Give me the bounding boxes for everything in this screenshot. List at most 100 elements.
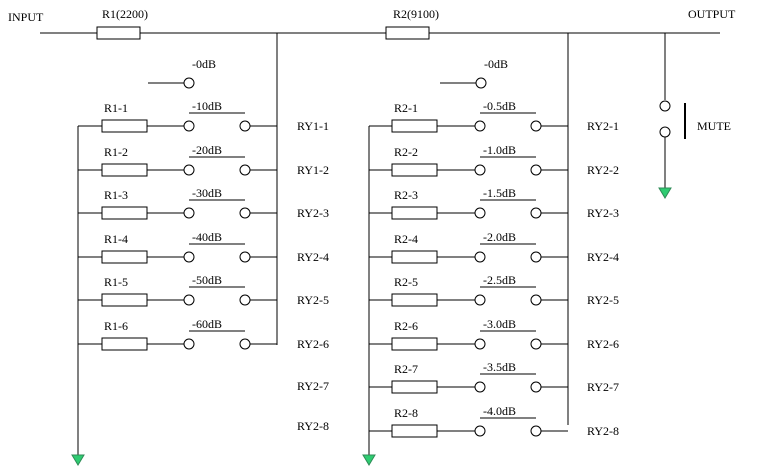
bank2-ground-icon xyxy=(362,454,376,466)
r1-label: R1(2200) xyxy=(102,7,148,21)
row-resistor-label: R2-3 xyxy=(394,188,418,202)
row-resistor xyxy=(101,337,148,351)
row-contact-b xyxy=(239,164,251,176)
row-resistor xyxy=(101,293,148,307)
row-resistor xyxy=(101,119,148,133)
bank1-extra-relay-2: RY2-8 xyxy=(297,419,329,433)
row-db-label: -2.5dB xyxy=(483,273,516,287)
row-contact-a xyxy=(183,207,195,219)
row-contact-a xyxy=(183,164,195,176)
row-contact-a xyxy=(183,294,195,306)
row-contact-b xyxy=(530,120,542,132)
row-contact-a xyxy=(474,294,486,306)
row-relay-label: RY2-5 xyxy=(297,293,329,307)
row-relay-label: RY1-1 xyxy=(297,119,329,133)
row-contact-b xyxy=(530,164,542,176)
mute-contact-top xyxy=(659,100,671,112)
bank2-row: R2-4 -2.0dB RY2-4 xyxy=(369,230,619,264)
bank1-row: R1-3 -30dB RY2-3 xyxy=(78,186,329,220)
row-resistor-label: R2-5 xyxy=(394,275,418,289)
row-contact-a xyxy=(183,120,195,132)
row-db-label: -3.5dB xyxy=(483,360,516,374)
row-resistor-label: R1-5 xyxy=(104,275,128,289)
row-resistor xyxy=(391,380,438,394)
row-relay-label: RY2-6 xyxy=(297,337,329,351)
row-contact-b xyxy=(530,425,542,437)
row-relay-label: RY2-6 xyxy=(587,337,619,351)
row-contact-b xyxy=(530,294,542,306)
bank1-attenuator: -0dB R1-1-10dBRY1-1R1-2-20dBRY1-2R1-3-30… xyxy=(71,57,329,466)
row-resistor xyxy=(391,250,438,264)
mute-label: MUTE xyxy=(697,119,731,133)
row-contact-a xyxy=(474,164,486,176)
row-contact-a xyxy=(474,381,486,393)
row-contact-a xyxy=(474,425,486,437)
row-resistor-label: R2-4 xyxy=(394,232,418,246)
row-contact-b xyxy=(239,338,251,350)
row-db-label: -40dB xyxy=(192,230,222,244)
bank2-attenuator: -0dB R2-1-0.5dBRY2-1R2-2-1.0dBRY2-2R2-3-… xyxy=(362,57,619,466)
row-db-label: -10dB xyxy=(192,99,222,113)
row-db-label: -2.0dB xyxy=(483,230,516,244)
bank2-zero-contact xyxy=(475,77,487,89)
row-resistor-label: R2-1 xyxy=(394,101,418,115)
row-contact-b xyxy=(530,338,542,350)
row-resistor-label: R1-3 xyxy=(104,188,128,202)
row-contact-a xyxy=(474,251,486,263)
row-contact-a xyxy=(183,251,195,263)
row-relay-label: RY2-3 xyxy=(297,206,329,220)
bank1-row: R1-1 -10dB RY1-1 xyxy=(78,99,329,133)
row-resistor-label: R1-6 xyxy=(104,319,128,333)
r2-resistor xyxy=(385,26,430,40)
row-contact-b xyxy=(239,251,251,263)
row-contact-b xyxy=(530,207,542,219)
row-resistor xyxy=(101,250,148,264)
row-contact-b xyxy=(239,207,251,219)
row-db-label: -30dB xyxy=(192,186,222,200)
row-resistor xyxy=(391,337,438,351)
row-resistor xyxy=(391,119,438,133)
row-relay-label: RY2-2 xyxy=(587,163,619,177)
input-label: INPUT xyxy=(8,10,44,24)
row-contact-a xyxy=(183,338,195,350)
row-db-label: -60dB xyxy=(192,317,222,331)
row-relay-label: RY2-8 xyxy=(587,424,619,438)
row-resistor-label: R1-1 xyxy=(104,101,128,115)
mute-switch: MUTE xyxy=(658,33,731,199)
row-db-label: -4.0dB xyxy=(483,404,516,418)
output-label: OUTPUT xyxy=(688,7,736,21)
row-resistor xyxy=(391,206,438,220)
row-contact-a xyxy=(474,207,486,219)
row-relay-label: RY2-7 xyxy=(587,380,619,394)
row-relay-label: RY2-4 xyxy=(587,250,619,264)
r1-resistor xyxy=(96,26,141,40)
row-resistor xyxy=(391,293,438,307)
row-resistor xyxy=(391,163,438,177)
row-resistor xyxy=(101,206,148,220)
bank1-row: R1-5 -50dB RY2-5 xyxy=(78,273,329,307)
bank1-ground-icon xyxy=(71,454,85,466)
row-contact-b xyxy=(239,120,251,132)
row-resistor xyxy=(101,163,148,177)
mute-contact-bottom xyxy=(659,126,671,138)
row-resistor-label: R2-2 xyxy=(394,145,418,159)
row-db-label: -50dB xyxy=(192,273,222,287)
row-contact-b xyxy=(239,294,251,306)
row-db-label: -0.5dB xyxy=(483,99,516,113)
row-relay-label: RY2-1 xyxy=(587,119,619,133)
row-relay-label: RY2-3 xyxy=(587,206,619,220)
row-resistor xyxy=(391,424,438,438)
row-resistor-label: R2-7 xyxy=(394,362,418,376)
row-contact-b xyxy=(530,381,542,393)
mute-ground-icon xyxy=(658,187,672,199)
row-resistor-label: R2-8 xyxy=(394,406,418,420)
bank1-zero-contact xyxy=(183,77,195,89)
row-contact-b xyxy=(530,251,542,263)
bank2-row: R2-1 -0.5dB RY2-1 xyxy=(369,99,619,133)
